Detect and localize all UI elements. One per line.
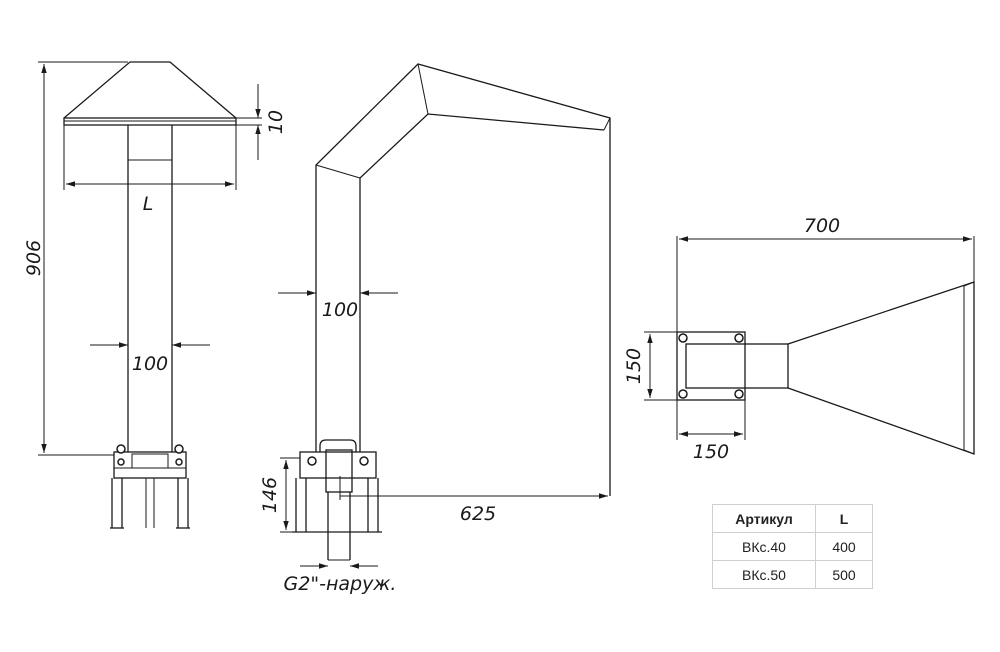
dim-hood-thickness: 10 — [265, 110, 287, 134]
spec-table: Артикул L ВКс.40 400 ВКс.50 500 — [712, 504, 873, 589]
cell-l: 500 — [815, 560, 873, 589]
cell-article: ВКс.40 — [712, 532, 816, 561]
cell-l: 400 — [815, 532, 873, 561]
side-view: 100 146 625 G2"-наруж. — [259, 63, 611, 595]
dim-base-height: 146 — [259, 477, 281, 513]
dim-pipe-width-front: 100 — [132, 353, 168, 375]
cell-article: ВКс.50 — [712, 560, 816, 589]
dim-flange-width: 150 — [693, 441, 729, 463]
front-view: 906 10 L 100 — [23, 61, 287, 529]
header-article: Артикул — [712, 504, 816, 533]
dim-reach: 625 — [460, 503, 496, 525]
header-l: L — [815, 504, 873, 533]
table-header-row: Артикул L — [712, 504, 873, 533]
dim-hood-width: L — [143, 193, 154, 215]
dim-pipe-width-side: 100 — [322, 299, 358, 321]
dim-total-height: 906 — [23, 240, 45, 276]
table-row: ВКс.40 400 — [712, 532, 873, 561]
top-view: 700 150 150 — [623, 215, 975, 463]
dim-top-length: 700 — [804, 215, 840, 237]
dim-connection: G2"-наруж. — [284, 573, 397, 595]
dim-flange-height: 150 — [623, 348, 645, 384]
table-row: ВКс.50 500 — [712, 560, 873, 589]
